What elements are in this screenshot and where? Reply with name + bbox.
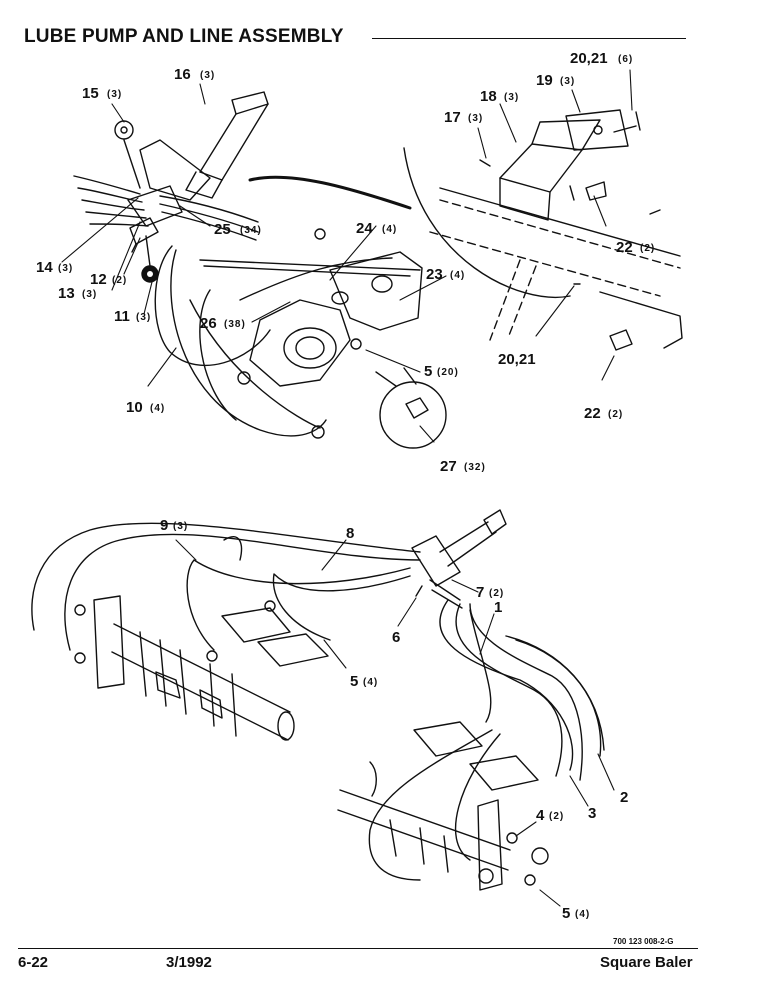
callout-23-qty: (4) — [450, 270, 465, 281]
product-name: Square Baler — [600, 954, 693, 971]
lower-callouts: 9 (3) 8 7 (2) 1 6 5 (4) 2 3 4 (2) 5 (4) — [160, 517, 628, 922]
lower-line-assembly — [31, 509, 605, 891]
mounting-bracket-detail — [429, 109, 683, 351]
callout-17-qty: (3) — [468, 113, 483, 124]
callout-23-num: 23 — [426, 266, 443, 283]
callout-27-num: 27 — [440, 458, 457, 475]
callout-11-num: 11 — [114, 308, 130, 325]
document-number: 700 123 008-2-G — [613, 937, 674, 946]
upper-callouts: 15 (3) 16 (3) 20,21 (6) 19 (3) 18 (3) 17… — [36, 50, 655, 475]
callout-5-upper-num: 5 — [424, 363, 432, 380]
callout-6-num: 6 — [392, 629, 400, 646]
callout-8-num: 8 — [346, 525, 354, 542]
footer-rule — [18, 948, 698, 949]
callout-27-qty: (32) — [464, 462, 486, 473]
callout-17-num: 17 — [444, 109, 461, 126]
lower-leader-lines — [175, 539, 615, 907]
callout-18-qty: (3) — [504, 92, 519, 103]
callout-19-num: 19 — [536, 72, 553, 89]
callout-24-num: 24 — [356, 220, 373, 237]
callout-1-num: 1 — [494, 599, 502, 616]
callout-26-qty: (38) — [224, 319, 246, 330]
callout-22-bottom-qty: (2) — [608, 409, 623, 420]
callout-9-qty: (3) — [173, 521, 188, 532]
upper-leader-lines — [61, 69, 633, 443]
callout-20-21-lower-num: 20,21 — [498, 351, 536, 368]
callout-20-21-num: 20,21 — [570, 50, 608, 67]
detail-callout-arc — [403, 147, 571, 298]
callout-5-bottom-qty: (4) — [575, 909, 590, 920]
detail-circle-27 — [379, 381, 447, 449]
callout-5-mid-num: 5 — [350, 673, 358, 690]
callout-2-num: 2 — [620, 789, 628, 806]
callout-22-bottom-num: 22 — [584, 405, 601, 422]
revision-date: 3/1992 — [166, 954, 212, 971]
callout-25-qty: (34) — [240, 225, 262, 236]
callout-20-21-qty: (6) — [618, 54, 633, 65]
callout-4-num: 4 — [536, 807, 545, 824]
callout-13-qty: (3) — [82, 289, 97, 300]
callout-12-qty: (2) — [112, 275, 127, 286]
callout-22-top-qty: (2) — [640, 243, 655, 254]
callout-3-num: 3 — [588, 805, 596, 822]
callout-7-qty: (2) — [489, 588, 504, 599]
callout-10-num: 10 — [126, 399, 143, 416]
callout-4-qty: (2) — [549, 811, 564, 822]
callout-7-num: 7 — [476, 584, 484, 601]
callout-18-num: 18 — [480, 88, 497, 105]
callout-26-num: 26 — [200, 315, 217, 332]
callout-15-num: 15 — [82, 85, 99, 102]
callout-5-bottom-num: 5 — [562, 905, 570, 922]
callout-16-num: 16 — [174, 66, 191, 83]
callout-5-upper-qty: (20) — [437, 367, 459, 378]
callout-16-qty: (3) — [200, 70, 215, 81]
callout-19-qty: (3) — [560, 76, 575, 87]
callout-12-num: 12 — [90, 271, 107, 288]
callout-5-mid-qty: (4) — [363, 677, 378, 688]
callout-13-num: 13 — [58, 285, 75, 302]
callout-10-qty: (4) — [150, 403, 165, 414]
callout-25-num: 25 — [214, 221, 231, 238]
callout-9-num: 9 — [160, 517, 168, 534]
lube-line-loop — [248, 175, 412, 210]
pump-body-assembly — [189, 228, 423, 439]
callout-22-top-num: 22 — [616, 239, 633, 256]
callout-15-qty: (3) — [107, 89, 122, 100]
callout-11-qty: (3) — [136, 312, 151, 323]
page-number: 6-22 — [18, 954, 49, 971]
callout-14-qty: (3) — [58, 263, 73, 274]
callout-14-num: 14 — [36, 259, 53, 276]
title-rule — [372, 38, 686, 39]
page-title: LUBE PUMP AND LINE ASSEMBLY — [24, 26, 344, 47]
callout-24-qty: (4) — [382, 224, 397, 235]
pump-handle-assembly — [73, 91, 269, 283]
